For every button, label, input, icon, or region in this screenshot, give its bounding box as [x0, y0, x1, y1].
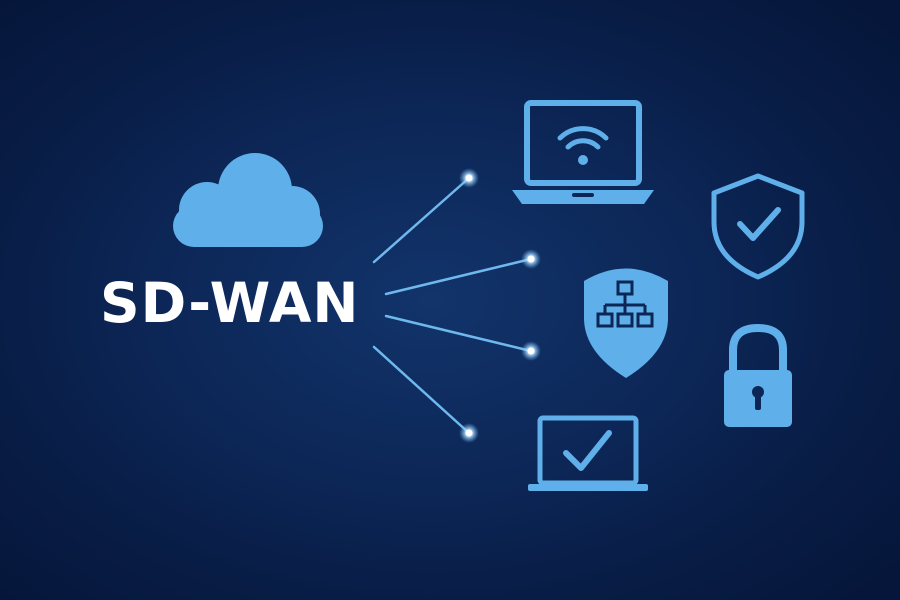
- connector-line: [372, 345, 471, 435]
- laptop-check-icon: [528, 415, 648, 491]
- connector-line: [384, 314, 533, 353]
- padlock-icon: [724, 323, 792, 427]
- shield-network-icon: [584, 268, 668, 378]
- shield-check-icon: [711, 173, 805, 280]
- laptop-wifi-icon: [512, 100, 654, 204]
- connector-line: [384, 257, 533, 296]
- connector-line: [372, 176, 471, 264]
- sdwan-title: SD-WAN: [100, 271, 360, 335]
- cloud-icon: [173, 153, 323, 247]
